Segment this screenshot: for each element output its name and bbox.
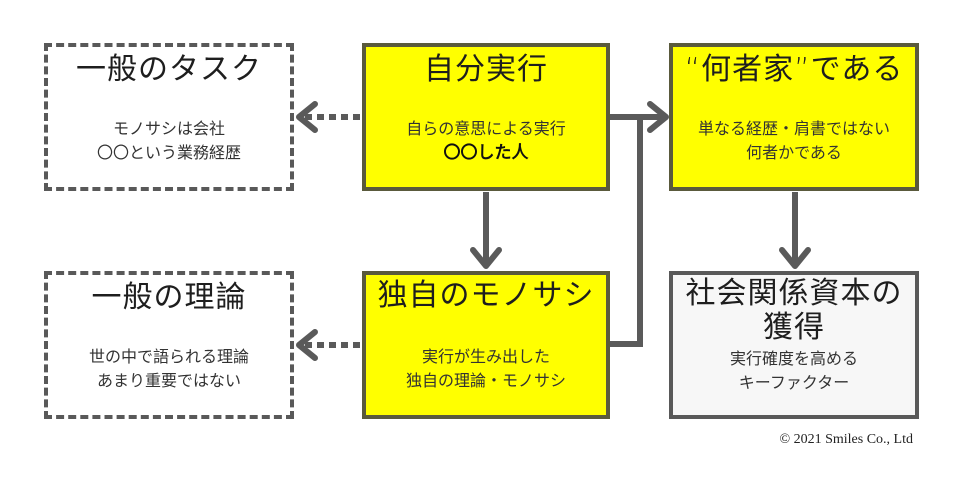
node-text-line: 単なる経歴・肩書ではない	[697, 119, 890, 138]
node-text-line: 独自の理論・モノサシ	[405, 371, 566, 390]
node-title: 自分実行	[424, 52, 548, 87]
arrowhead-left-icon	[296, 101, 318, 133]
node-nanimonoka: “何者家”である 単なる経歴・肩書ではない 何者かである	[669, 43, 919, 191]
node-title-line: 社会関係資本の	[685, 276, 903, 311]
node-text-line: キーファクター	[738, 373, 850, 392]
copyright-text: © 2021 Smiles Co., Ltd	[779, 432, 913, 447]
node-title-line: 獲得	[763, 310, 825, 345]
node-text-line: モノサシは会社	[112, 119, 225, 138]
node-general-task: 一般のタスク モノサシは会社 〇〇という業務経歴	[44, 43, 294, 191]
node-social-capital: 社会関係資本の 獲得 実行確度を高める キーファクター	[669, 271, 919, 419]
arrowhead-down-icon	[779, 247, 811, 269]
connector-measure-to-nanimonoka	[608, 117, 643, 347]
node-title: 独自のモノサシ	[377, 278, 595, 313]
node-text-line: 何者かである	[746, 143, 842, 162]
node-text-emphasis: 〇〇した人	[443, 143, 529, 163]
node-text-line: あまり重要ではない	[96, 371, 241, 390]
node-own-measure: 独自のモノサシ 実行が生み出した 独自の理論・モノサシ	[362, 271, 610, 419]
arrowhead-left-icon	[296, 329, 318, 361]
arrowhead-right-icon	[647, 101, 669, 133]
node-text-line: 〇〇という業務経歴	[96, 143, 241, 162]
node-title: 一般の理論	[91, 280, 247, 315]
node-title: “何者家”である	[684, 52, 904, 87]
node-text-line: 実行が生み出した	[421, 347, 550, 366]
arrowhead-down-icon	[470, 247, 502, 269]
node-text-line: 自らの意思による実行	[406, 119, 566, 138]
node-title: 一般のタスク	[76, 52, 262, 87]
node-general-theory: 一般の理論 世の中で語られる理論 あまり重要ではない	[44, 271, 294, 419]
node-self-execution: 自分実行 自らの意思による実行 〇〇した人	[362, 43, 610, 191]
node-text-line: 実行確度を高める	[729, 349, 858, 368]
node-text-line: 世の中で語られる理論	[88, 347, 249, 366]
